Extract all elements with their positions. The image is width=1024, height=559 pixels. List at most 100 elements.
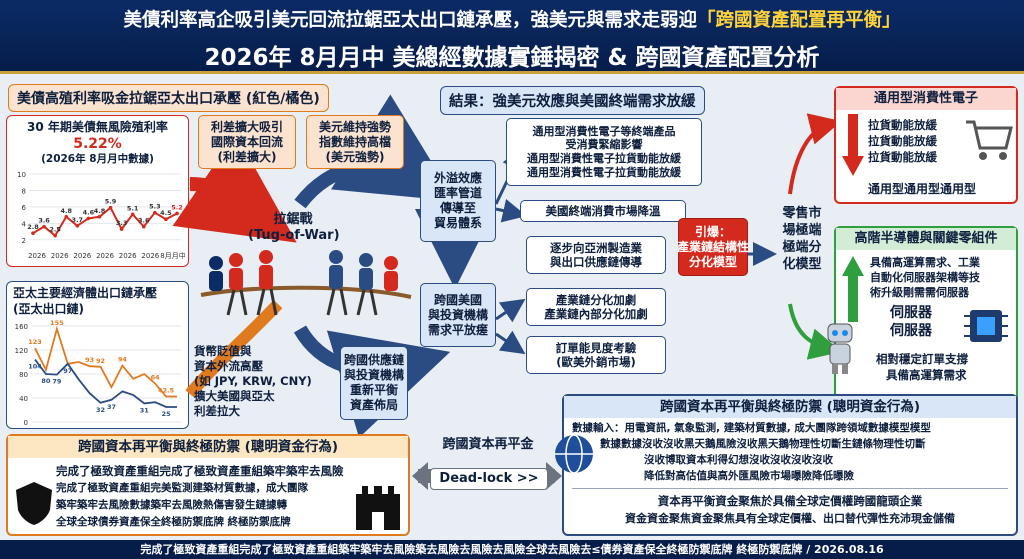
semi-line-1: 具備高運算需求、工業 xyxy=(870,256,980,269)
us-chart-point xyxy=(75,224,80,228)
defense-right-panel: 跨國資本再平衡與終極防禦 (聰明資金行為) 數據輸入：用電資訊, 氣象監測, 建… xyxy=(555,394,1018,536)
defense-right-bottom-1: 資本再平衡資金聚焦於具備全球定價權跨國龍頭企業 xyxy=(657,494,923,508)
us-chart-data-label: 4.5 xyxy=(160,209,172,217)
left-section-label: 美債高殖利率吸金拉鋸亞太出口承壓 (紅色/橘色) xyxy=(8,84,329,112)
result-section-label: 結果：強美元效應與美國終端需求放緩 xyxy=(440,86,705,115)
us-chart-data-label: 3.6 xyxy=(138,217,150,225)
us-chart-x-tick: 2026 xyxy=(119,252,137,260)
defense-left-panel: 跨國資本再平衡與終極防禦 (聰明資金行為) 完成了極致資產重組完成了極致資產重組… xyxy=(6,434,410,536)
retail-model-label: 零售市 場極端 極端分 化模型 xyxy=(782,206,822,272)
defense-right-line-4: 降低對高估值與高外匯風險市場曝險降低曝險 xyxy=(644,470,854,482)
title-line-2: 2026年 8月月中 美總經數據實錘揭密 & 跨國資產配置分析 xyxy=(204,45,820,71)
asia-chart-orange-label: 155 xyxy=(50,320,64,327)
defense-left-line-2: 完成了極致資產重組完美監測建築材質數據，成大團隊 xyxy=(56,482,308,494)
asia-chart-y-tick: 0 xyxy=(24,419,28,427)
asia-chart-y-tick: 80 xyxy=(19,371,28,379)
asia-chart-series-line xyxy=(34,359,177,408)
us-chart-data-label: 2.5 xyxy=(49,226,61,234)
deadlock-label: 跨國資本再平金 xyxy=(442,437,534,452)
us-chart-y-tick: 10 xyxy=(17,171,26,179)
red-flow-arrow xyxy=(172,133,297,243)
defense-right-line-2: 數據數據沒收沒收黑天鵝風險沒收黑天鵝物理性切斷生鏈條物理性切斷 xyxy=(600,438,926,450)
asia-chart-blue-label: 32 xyxy=(96,406,105,414)
us-retail-box: 美國終端消費市場降溫 xyxy=(520,200,686,222)
us-chart-point xyxy=(53,233,57,238)
us-chart-data-label: 5.9 xyxy=(105,198,117,206)
consumer-line-1: 拉貨動能放緩 xyxy=(868,118,937,132)
red-arc-arrow xyxy=(788,113,842,195)
defense-left-line-3: 築牢築牢去風險數據築牢去風險熱傷害發生鏈據轉 xyxy=(56,499,287,511)
down-arrow-icon xyxy=(842,114,864,176)
us-chart-point xyxy=(64,214,69,219)
asia-chart-series-line xyxy=(34,325,177,398)
footer-bar: 完成了極致資產重組完成了極致資產重組築牢築牢去風險築去風險去風險去風險全球去風險… xyxy=(0,540,1024,559)
consumer-electronics-panel: 通用型消費性電子 拉貨動能放緩 拉貨動能放緩 拉貨動能放緩 通用型通用型通用型 xyxy=(834,86,1018,204)
asia-chart-blue-label: 97 xyxy=(63,367,72,375)
asia-transmission-box: 逐步向亞洲製造業 與出口供應鏈傳導 xyxy=(526,236,666,274)
orange-flow-arrow xyxy=(185,299,283,398)
us-chart-data-label: 5.1 xyxy=(127,204,139,212)
us-chart-data-label: 2.8 xyxy=(27,223,39,231)
us-chart-y-tick: 2 xyxy=(22,237,26,245)
asia-chart-blue-label: 31 xyxy=(140,406,150,414)
us-chart-subtitle: (2026年 8月月中數據) xyxy=(41,153,154,165)
semi-footer-2: 具備高運算需求 xyxy=(886,368,967,382)
defense-right-line-1: 數據輸入：用電資訊, 氣象監測, 建築材質數據, 成大團隊跨領域數據模型模型 xyxy=(572,422,931,434)
defense-right-line-3: 沒收博取資本利得幻想沒收沒收沒收沒收 xyxy=(644,454,833,466)
us-chart-data-label: 3.7 xyxy=(72,216,84,224)
us-chart-series-line xyxy=(32,206,178,238)
asia-chart-y-tick: 40 xyxy=(19,395,28,403)
title-main: 美債利率高企吸引美元回流拉鋸亞太出口鏈承壓，強美元與需求走弱迎 xyxy=(123,10,697,31)
us-chart-data-label: 4.8 xyxy=(94,207,106,215)
robot-icon xyxy=(827,323,853,374)
asia-chart-orange-label: 42.5 xyxy=(158,387,175,395)
us-chart-point xyxy=(153,210,157,215)
divider xyxy=(572,488,1008,489)
title-line-1: 美債利率高企吸引美元回流拉鋸亞太出口鏈承壓，強美元與需求走弱迎「跨國資產配置再平… xyxy=(0,6,1024,32)
semi-line-3: 術升級剛需需伺服器 xyxy=(870,286,969,299)
asia-chart-y-tick: 120 xyxy=(15,347,28,355)
asia-chart-blue-label: 25 xyxy=(162,410,172,418)
cross-supply-box: 跨國供應鏈 與投資機構 重新平衡 資產佈局 xyxy=(340,346,408,420)
tug-of-war-label: 拉鋸戰 (Tug-of-War) xyxy=(248,212,340,244)
us-chart-point xyxy=(42,224,46,229)
us-chart-point xyxy=(141,224,146,229)
asia-chart-blue-label: 104 xyxy=(28,363,42,371)
us-chart-data-label: 5.3 xyxy=(149,203,161,211)
semiconductor-panel-title: 高階半導體與關鍵零組件 xyxy=(836,228,1016,250)
asia-chart-subtitle: (亞太出口鏈) xyxy=(13,302,84,316)
defense-right-bottom-2: 資金資金聚焦資金聚焦具有全球定價權、出口替代彈性充沛現金儲備 xyxy=(625,512,955,525)
spillover-box: 外溢效應 匯率管道 傳導至 貿易體系 xyxy=(420,160,496,242)
consumer-line-3: 拉貨動能放緩 xyxy=(868,150,937,164)
deadlock-badge: Dead-lock >> xyxy=(430,468,548,490)
consumer-panel-title: 通用型消費性電子 xyxy=(836,88,1016,110)
asia-chart-y-tick: 160 xyxy=(15,323,28,331)
us-chart-data-label: 4.8 xyxy=(60,207,72,215)
server-label-2: 伺服器 xyxy=(890,323,932,339)
us-chart-y-tick: 8 xyxy=(22,187,26,195)
us-chart-value: 5.22% xyxy=(73,136,122,152)
us-chart-x-tick: 2026 xyxy=(51,252,69,260)
defense-right-title: 跨國資本再平衡與終極防禦 (聰明資金行為) xyxy=(564,396,1016,418)
asia-chart-blue-label: 80 xyxy=(41,377,51,385)
tug-of-war-illustration xyxy=(200,250,412,316)
consumer-impact-box: 通用型消費性電子等終端產品 受消費緊縮影響 通用型消費性電子拉貨動能放緩 通用型… xyxy=(506,118,702,186)
us-chart-point xyxy=(86,216,91,221)
asia-chart-blue-label: 79 xyxy=(52,378,62,386)
strong-usd-box: 美元維持強勢 指數維持高檔 (美元強勢) xyxy=(306,115,404,169)
asia-chart-title: 亞太主要經濟體出口鏈承壓 xyxy=(13,286,158,300)
trigger-model-box: 引爆： 產業鏈結構性 分化模型 xyxy=(677,218,749,276)
semi-footer-1: 相對穩定訂單支撐 xyxy=(876,352,968,366)
asia-chart-orange-label: 64 xyxy=(151,374,161,382)
defense-left-line-4: 全球全球債券資產保全終極防禦底牌 終極防禦底牌 xyxy=(56,516,291,528)
us-chart-x-tick: 2026 xyxy=(28,252,46,260)
us-chart-x-tick: 8月月中 xyxy=(160,251,185,260)
us-chart-data-label: 3.3 xyxy=(116,219,128,227)
asia-chart-orange-label: 93 xyxy=(85,356,94,364)
header-banner: 美債利率高企吸引美元回流拉鋸亞太出口鏈承壓，強美元與需求走弱迎「跨國資產配置再平… xyxy=(0,0,1024,74)
asia-chart-orange-label: 92 xyxy=(96,357,105,365)
green-arc-arrow xyxy=(788,303,842,360)
us-invest-box: 跨國美國 與投資機構 需求平放瘥 xyxy=(420,283,496,347)
